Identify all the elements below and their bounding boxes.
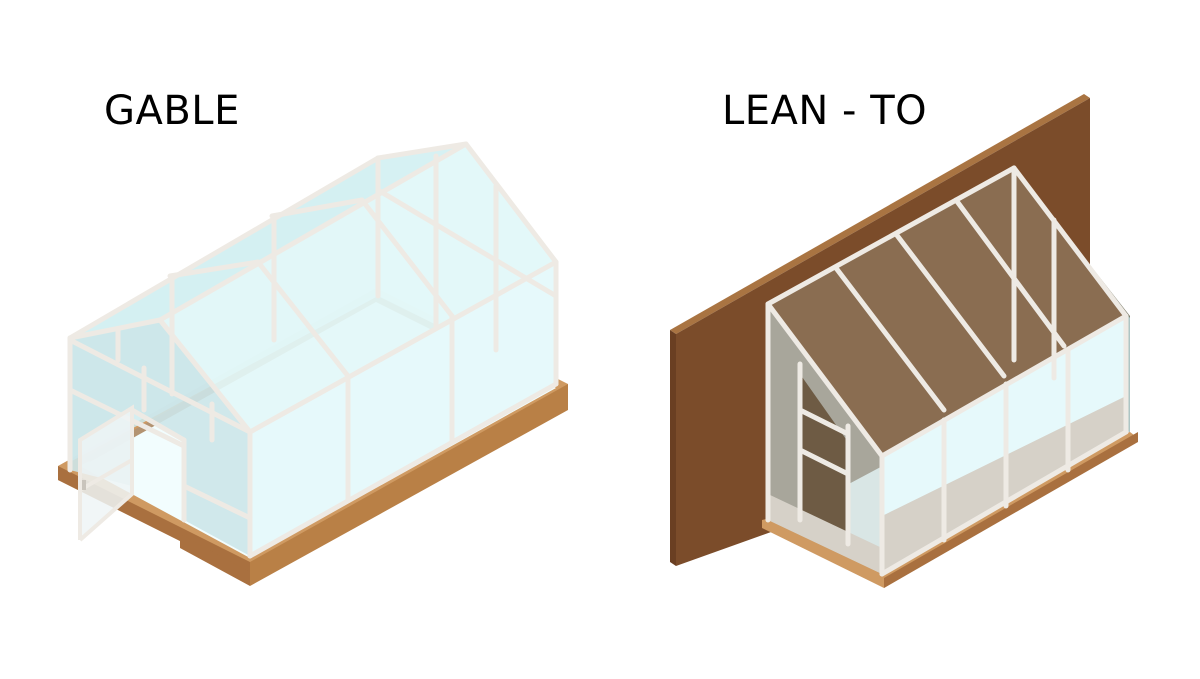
lean-to-label: LEAN - TO — [722, 88, 928, 134]
gable-door — [78, 404, 134, 542]
lean-to-greenhouse — [670, 94, 1138, 588]
gable-greenhouse — [58, 141, 568, 586]
lean-to-frame — [765, 165, 1129, 577]
gable-label: GABLE — [104, 88, 240, 134]
